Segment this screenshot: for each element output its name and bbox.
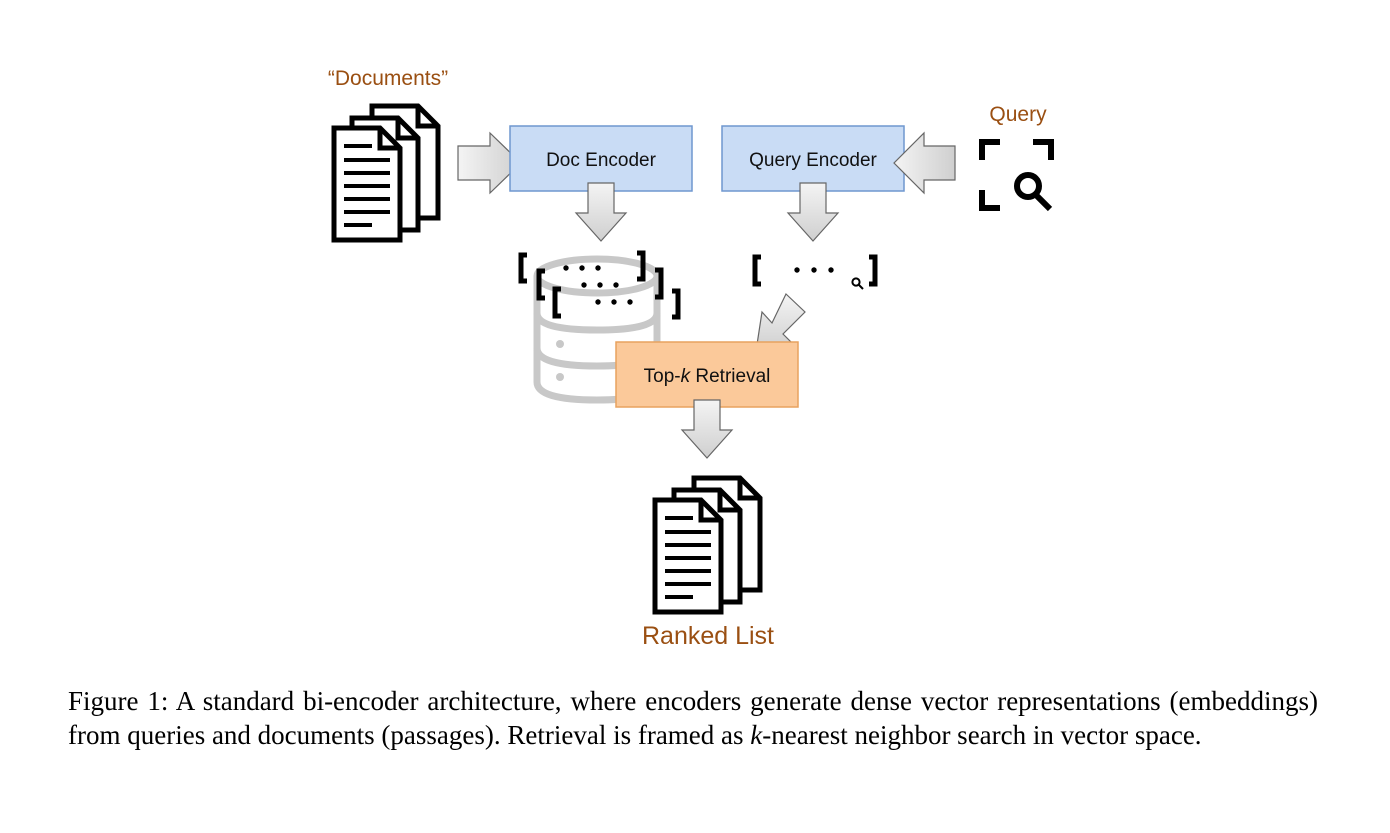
- database-dots: [556, 340, 564, 381]
- caption-text-suffix: -nearest neighbor search in vector space…: [762, 720, 1202, 750]
- query-embedding-icon: [752, 254, 878, 290]
- query-label: Query: [989, 103, 1047, 126]
- arrow-documents-to-encoder: [457, 131, 522, 195]
- doc-encoder-label: Doc Encoder: [546, 150, 657, 171]
- doc-encoder-box: Doc Encoder: [509, 125, 693, 192]
- caption-text-prefix: Figure 1: A standard bi-encoder architec…: [68, 686, 1318, 750]
- search-focus-icon: [979, 139, 1054, 212]
- query-encoder-box: Query Encoder: [721, 125, 905, 192]
- top-k-retrieval-label: Top-k Retrieval: [644, 366, 771, 387]
- document-embedding-dots: [563, 265, 633, 305]
- top-k-retrieval-box: Top-k Retrieval: [615, 341, 799, 408]
- documents-icon: [331, 103, 441, 243]
- caption-math-k: k: [750, 720, 763, 750]
- arrow-query-to-encoder: [893, 131, 956, 195]
- ranked-list-label: Ranked List: [642, 622, 774, 650]
- documents-label: “Documents”: [328, 67, 448, 90]
- figure-caption: Figure 1: A standard bi-encoder architec…: [68, 684, 1318, 752]
- ranked-list-icon: [652, 475, 763, 615]
- query-encoder-label: Query Encoder: [749, 150, 877, 171]
- arrow-doc-encoder-down: [574, 182, 628, 242]
- arrow-retrieval-down: [680, 399, 734, 459]
- arrow-query-encoder-down: [786, 182, 840, 242]
- document-embeddings-icon: [518, 250, 681, 320]
